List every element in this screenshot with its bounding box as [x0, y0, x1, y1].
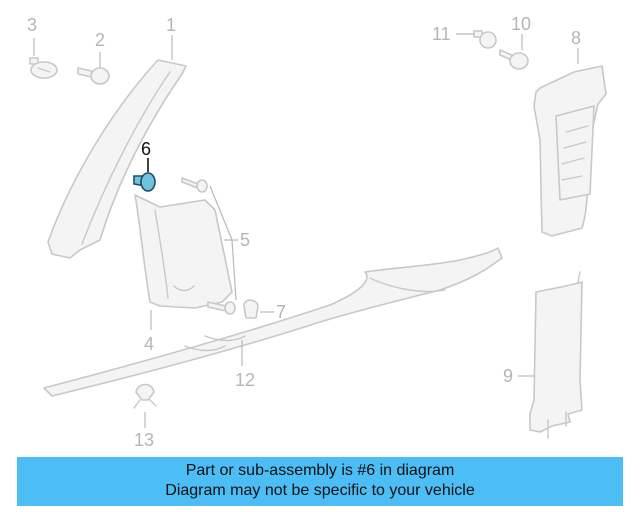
part-13-clip[interactable]	[133, 383, 157, 429]
callout-3: 3	[27, 15, 37, 35]
part-7-fastener[interactable]	[207, 299, 274, 319]
callout-9: 9	[503, 366, 513, 386]
banner-line-1: Part or sub-assembly is #6 in diagram	[185, 462, 455, 479]
info-banner: Part or sub-assembly is #6 in diagram Di…	[17, 457, 623, 506]
callout-13: 13	[134, 430, 154, 450]
callout-4: 4	[144, 334, 154, 354]
banner-line-2: Diagram may not be specific to your vehi…	[165, 482, 475, 499]
part-9-b-pillar-lower-trim[interactable]	[518, 271, 583, 439]
callout-12: 12	[235, 370, 255, 390]
part-11-screw[interactable]	[456, 30, 497, 49]
part-12-sill-plate[interactable]	[43, 247, 503, 397]
callout-6: 6	[141, 139, 151, 159]
part-3-clip[interactable]	[29, 38, 58, 79]
callout-10: 10	[511, 14, 531, 34]
part-5-kick-panel[interactable]	[134, 185, 238, 309]
part-1-a-pillar-trim[interactable]	[47, 35, 187, 259]
part-6-clip[interactable]	[133, 158, 156, 192]
callout-8: 8	[571, 28, 581, 48]
callout-5: 5	[240, 230, 250, 250]
part-8-b-pillar-upper-trim[interactable]	[533, 48, 607, 237]
part-10-bolt[interactable]	[499, 34, 529, 70]
callout-7: 7	[276, 302, 286, 322]
parts-diagram: 3 2 1 6 5 4 7	[27, 14, 607, 450]
callout-1: 1	[166, 15, 176, 35]
callout-11: 11	[432, 24, 451, 44]
part-2-screw[interactable]	[77, 52, 110, 85]
part-5-screw[interactable]	[181, 177, 208, 193]
callout-2: 2	[95, 30, 105, 50]
